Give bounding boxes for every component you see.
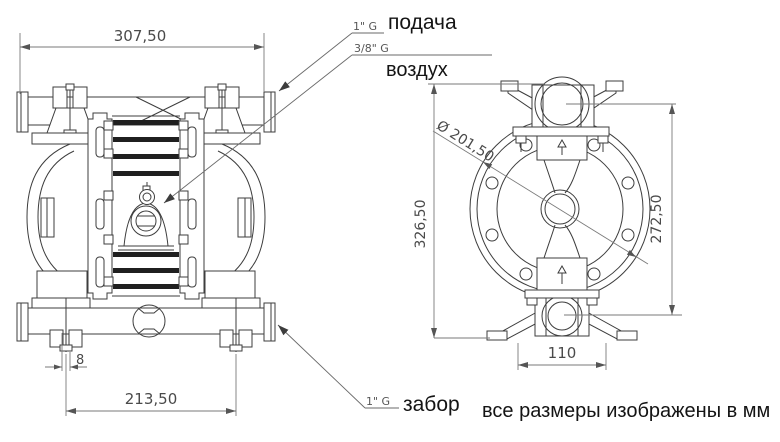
top-right-port-flange: [263, 91, 276, 133]
units-note: все размеры изображены в мм: [482, 400, 770, 422]
right-lower-housing: [204, 270, 256, 299]
flow-direction-arrow: [557, 138, 567, 148]
dim-flange-diameter-value: Ø 201,50: [434, 118, 497, 166]
flange-bolt-hole: [621, 176, 635, 190]
intake-thread-size: 1" G: [366, 395, 390, 408]
front-center-block: [87, 112, 205, 300]
bottom-right-port-flange: [263, 302, 276, 342]
bottom-left-port-flange: [16, 302, 29, 342]
dim-foot-offset: 8: [45, 333, 87, 371]
front-bottom-manifold: [16, 297, 276, 352]
dim-foot-width: 110: [517, 343, 607, 370]
dim-port-height: 272,50: [564, 103, 682, 316]
supply-label: подача: [388, 11, 457, 34]
center-hub: [540, 189, 580, 229]
front-view: [16, 83, 276, 352]
intake-label: забор: [403, 393, 460, 416]
side-top-port: [500, 76, 624, 161]
supply-port-label: 1" G подача: [278, 11, 457, 92]
dim-foot-offset-value: 8: [76, 353, 84, 368]
air-inlet-valve: [139, 189, 155, 205]
dim-overall-height-value: 326,50: [413, 200, 429, 249]
intake-ball-chamber: [132, 304, 166, 338]
intake-port-label: 1" G забор: [277, 324, 460, 416]
flange-bolt-hole: [485, 228, 499, 242]
flange-bolt-hole: [519, 267, 533, 281]
flange-bolt-hole: [621, 228, 635, 242]
dim-port-height-value: 272,50: [649, 195, 665, 244]
air-connection: [130, 205, 162, 237]
flange-bolt-hole: [485, 176, 499, 190]
front-diaphragm-chambers: [26, 143, 266, 299]
flow-direction-arrow: [557, 264, 567, 274]
port-labels: 1" G подача 3/8" G воздух 1" G забор все…: [163, 11, 770, 422]
air-port-label: 3/8" G воздух: [163, 42, 492, 204]
flange-bolt-hole: [587, 267, 601, 281]
side-view: [469, 76, 651, 341]
front-air-valve: [118, 182, 174, 251]
dim-overall-height: 326,50: [413, 83, 545, 339]
dim-foot-width-value: 110: [548, 344, 577, 362]
dim-port-spacing: 213,50: [65, 354, 237, 416]
dim-port-spacing-value: 213,50: [125, 390, 178, 408]
front-top-manifold: [16, 83, 276, 145]
dim-overall-width: 307,50: [19, 27, 265, 94]
left-lower-housing: [36, 270, 88, 299]
air-thread-size: 3/8" G: [354, 42, 389, 55]
flange-bolt-hole: [587, 138, 601, 152]
dim-overall-width-value: 307,50: [114, 27, 167, 45]
top-left-port-flange: [16, 91, 29, 133]
air-label: воздух: [386, 59, 448, 81]
side-bottom-port: [486, 257, 638, 341]
supply-thread-size: 1" G: [353, 20, 377, 33]
